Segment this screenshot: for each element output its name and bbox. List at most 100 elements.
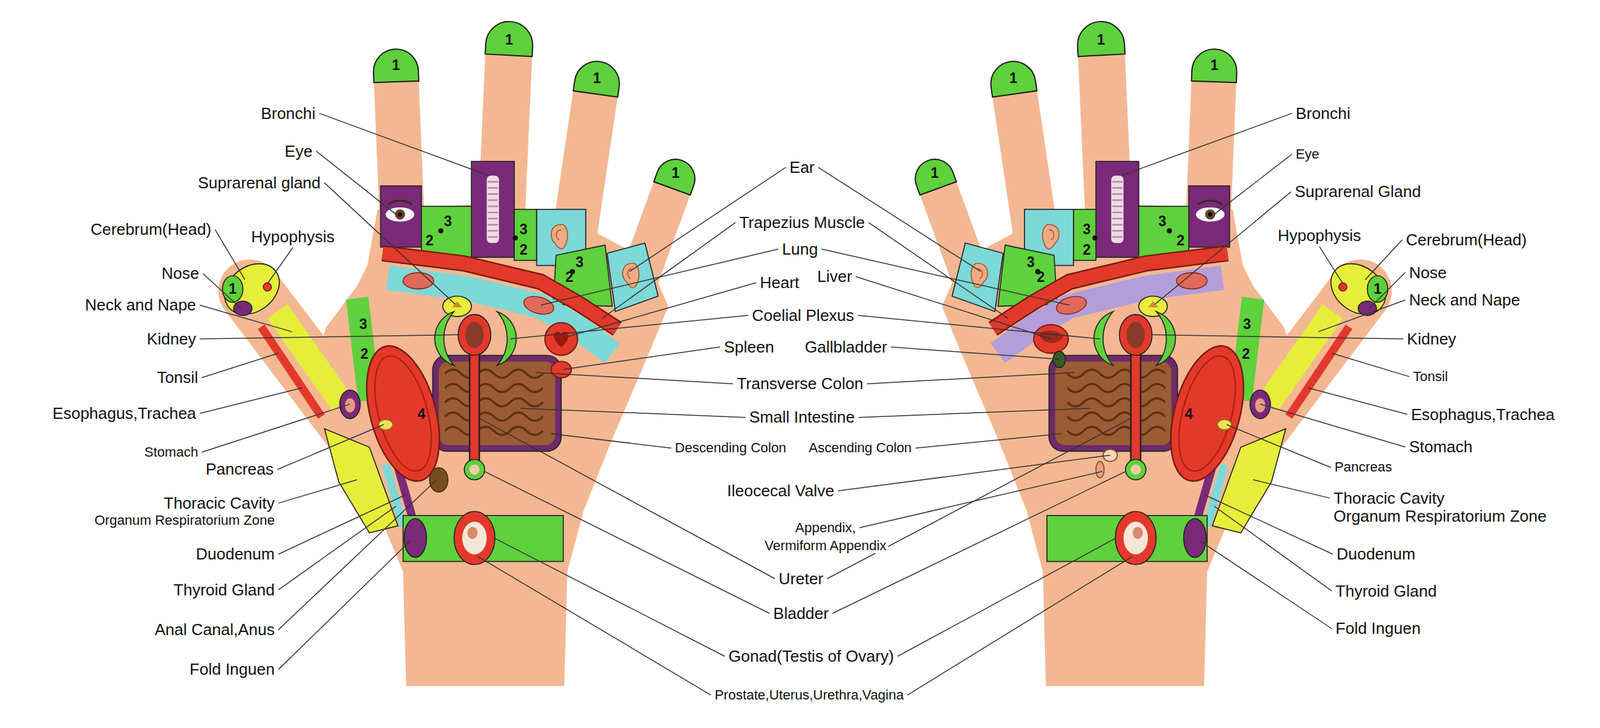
organ-label: Trapezius Muscle bbox=[737, 213, 867, 232]
leader-line bbox=[510, 315, 749, 339]
zone-number: 2 bbox=[565, 269, 574, 285]
organ-label: Transverse Colon bbox=[734, 374, 865, 393]
zone-number: 2 bbox=[425, 232, 434, 249]
leader-line bbox=[278, 479, 437, 630]
organ-label: Vermiform Appendix bbox=[762, 538, 889, 554]
organ-label: Nose bbox=[1407, 263, 1449, 282]
zone-number: 3 bbox=[444, 213, 453, 230]
zone-number: 1 bbox=[931, 165, 940, 181]
leader-line bbox=[602, 222, 736, 319]
leader-line bbox=[1259, 403, 1405, 447]
organ-label: Ureter bbox=[776, 569, 826, 588]
leader-line bbox=[890, 346, 1060, 360]
zone-number: 3 bbox=[1158, 213, 1167, 230]
zone-number: 2 bbox=[1036, 269, 1045, 285]
organ-label: Duodenum bbox=[1334, 545, 1418, 564]
organ-label: Pancreas bbox=[1332, 459, 1394, 475]
zone-number: 1 bbox=[1210, 57, 1219, 74]
zone-number: 2 bbox=[519, 242, 528, 258]
zone-number: 3 bbox=[1243, 316, 1252, 333]
leader-line bbox=[858, 408, 1090, 418]
right-only-organs bbox=[1033, 324, 1118, 478]
organ-label: Descending Colon bbox=[673, 440, 789, 456]
organ-label: Bronchi bbox=[1293, 104, 1353, 123]
leader-line bbox=[1253, 479, 1330, 499]
leader-line bbox=[867, 372, 1075, 384]
leader-line bbox=[1365, 239, 1403, 280]
leader-line bbox=[1150, 334, 1404, 339]
leader-line bbox=[1319, 246, 1343, 284]
organ-label: Nose bbox=[159, 264, 202, 283]
organ-label: Gallbladder bbox=[802, 338, 889, 357]
leader-line bbox=[200, 305, 293, 333]
leader-line bbox=[1214, 154, 1292, 215]
organ-label: Fold Inguen bbox=[187, 660, 277, 679]
leader-line bbox=[201, 353, 279, 378]
zone-number: 2 bbox=[1176, 232, 1185, 249]
lung-icon bbox=[403, 272, 434, 289]
organ-label: Small Intestine bbox=[747, 408, 858, 427]
organ-label: Bronchi bbox=[258, 104, 318, 123]
zone-number: 3 bbox=[1082, 221, 1091, 238]
zone-number: 1 bbox=[228, 281, 237, 297]
left-only-organs bbox=[429, 322, 578, 492]
organ-label: Appendix, bbox=[793, 520, 858, 536]
organ-label: Eye bbox=[283, 142, 315, 161]
leader-line bbox=[200, 387, 303, 414]
zone-number: 1 bbox=[1373, 281, 1382, 297]
leader-line bbox=[1318, 299, 1405, 332]
organ-label: Prostate,Uterus,Urethra,Vagina bbox=[712, 687, 906, 703]
organ-label: Tonsil bbox=[154, 368, 200, 387]
organ-label: Thoracic Cavity bbox=[161, 494, 277, 513]
appendix-zone bbox=[1095, 461, 1104, 478]
organ-label: Neck and Nape bbox=[1407, 291, 1522, 310]
organ-label: Suprarenal gland bbox=[196, 174, 323, 193]
leader-line bbox=[203, 273, 241, 308]
organ-label: Pancreas bbox=[203, 460, 276, 479]
anus-zone bbox=[429, 467, 449, 493]
zone-number: 1 bbox=[1097, 32, 1106, 48]
organ-label: Cerebrum(Head) bbox=[1404, 231, 1529, 250]
leader-line bbox=[278, 540, 411, 670]
leader-line bbox=[915, 433, 1062, 448]
leader-line bbox=[319, 113, 489, 176]
zone-number: 1 bbox=[671, 165, 680, 181]
leader-line bbox=[1308, 387, 1408, 415]
organ-label: Stomach bbox=[1407, 437, 1475, 456]
lung-icon bbox=[1054, 293, 1089, 318]
organ-label: Hypophysis bbox=[1276, 226, 1363, 245]
leader-line bbox=[278, 479, 357, 503]
leader-line bbox=[897, 537, 1117, 656]
organ-label: Suprarenal Gland bbox=[1292, 182, 1423, 201]
organ-label: Liver bbox=[815, 267, 854, 286]
zone-number: 4 bbox=[417, 406, 426, 422]
leader-line bbox=[1155, 192, 1291, 305]
leader-line bbox=[315, 151, 396, 215]
organ-label: Hypophysis bbox=[249, 227, 337, 246]
organ-label: Esophagus,Trachea bbox=[50, 404, 199, 423]
organ-label: Esophagus,Trachea bbox=[1409, 405, 1557, 424]
leader-line bbox=[267, 247, 293, 284]
organ-label: Stomach bbox=[142, 444, 201, 460]
lung-icon bbox=[1176, 272, 1207, 289]
organ-label: Spleen bbox=[722, 338, 777, 357]
leader-line bbox=[200, 334, 460, 339]
organ-label: Cerebrum(Head) bbox=[88, 220, 214, 239]
organ-label: Duodenum bbox=[193, 545, 277, 564]
organ-label: Thyroid Gland bbox=[1333, 582, 1439, 601]
zone-number: 1 bbox=[592, 70, 601, 87]
leader-line bbox=[535, 372, 734, 384]
leader-line bbox=[1121, 113, 1292, 176]
leader-line bbox=[1214, 506, 1332, 591]
leader-line bbox=[493, 537, 725, 656]
leader-line bbox=[838, 455, 1111, 492]
liver-zone bbox=[1033, 324, 1069, 354]
leader-line bbox=[520, 408, 746, 418]
zone-number: 1 bbox=[505, 32, 514, 48]
organ-label: Bladder bbox=[771, 604, 831, 623]
organ-label: Eye bbox=[1293, 146, 1322, 162]
organ-label: Ear bbox=[787, 158, 817, 177]
organ-label: Kidney bbox=[1404, 330, 1459, 349]
organ-label: Coelial Plexus bbox=[750, 306, 857, 325]
organ-label: Fold Inguen bbox=[1333, 619, 1423, 638]
